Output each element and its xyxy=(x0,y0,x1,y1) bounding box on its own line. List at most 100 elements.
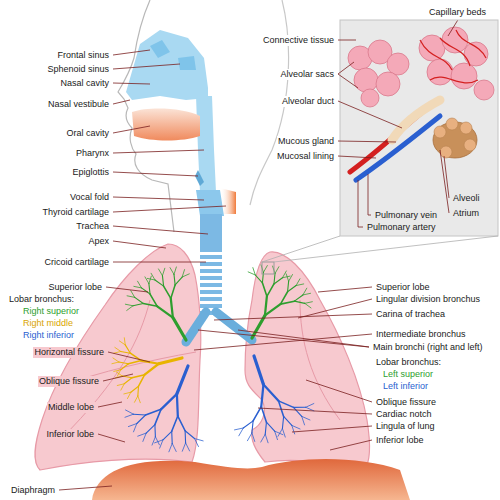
bronchus-branch xyxy=(267,284,274,296)
leader-line xyxy=(103,374,133,381)
bronchus-branch xyxy=(164,286,171,298)
bronchus-branch xyxy=(174,274,175,284)
inset-panel xyxy=(340,20,498,236)
alveolus xyxy=(440,146,452,158)
bronchus-branch xyxy=(114,370,121,372)
bronchus-branch xyxy=(282,276,290,278)
part-label: Pulmonary vein xyxy=(374,210,438,221)
cartilage-ring xyxy=(200,252,222,255)
alveolus xyxy=(460,122,472,134)
bronchus-branch xyxy=(274,278,283,284)
bronchus-branch xyxy=(172,443,176,451)
part-label: Thyroid cartilage xyxy=(41,207,110,218)
bronchus-branch xyxy=(305,302,313,304)
part-label: Main bronchi (right and left) xyxy=(372,342,484,353)
bronchus-branch xyxy=(294,295,303,301)
leader-line xyxy=(113,64,180,69)
inset-marker xyxy=(262,262,274,274)
bronchus-branch xyxy=(151,273,155,280)
part-label: Frontal sinus xyxy=(56,50,110,61)
cartilage-ring xyxy=(200,273,222,276)
bronchus-branch xyxy=(138,396,140,403)
bronchus-branch xyxy=(185,431,194,439)
part-label: Nasal cavity xyxy=(59,78,110,89)
thyroid-cartilage-shape xyxy=(220,188,236,214)
leader-line xyxy=(98,402,122,407)
alveolus xyxy=(474,80,494,100)
right-main-bronchus xyxy=(186,312,206,342)
bronchus-branch xyxy=(146,425,155,433)
bronchus-branch xyxy=(159,358,182,364)
part-label: Superior lobe xyxy=(375,282,431,293)
bronchus-branch xyxy=(150,294,157,306)
leader-line xyxy=(338,101,402,128)
bronchus-branch xyxy=(274,273,275,283)
part-label: Vocal fold xyxy=(69,192,110,203)
bronchus-branch xyxy=(146,409,161,415)
leader-line xyxy=(318,287,372,292)
oblique-fissure-line xyxy=(300,300,340,420)
part-label: Diaphragm xyxy=(10,485,56,496)
bronchus-branch xyxy=(145,364,159,375)
bronchus-branch xyxy=(255,275,262,283)
bronchus-branch xyxy=(186,443,190,451)
leader-line xyxy=(338,62,354,74)
bronchus-branch xyxy=(113,358,119,362)
leader-line xyxy=(368,174,371,215)
bronchus-branch xyxy=(292,425,295,434)
bronchus-branch xyxy=(124,392,131,394)
bronchus-branch xyxy=(174,267,176,274)
frontal-sinus-shape xyxy=(150,40,170,58)
bronchus-branch xyxy=(162,268,164,275)
bronchus-branch xyxy=(302,416,305,425)
part-label: Horizontal fissure xyxy=(33,347,105,358)
part-label: Alveolar sacs xyxy=(279,69,335,80)
part-label: Lobar bronchus: xyxy=(8,294,75,305)
bronchus-branch xyxy=(159,269,163,276)
bronchus-branch xyxy=(119,341,125,345)
bronchus-branch xyxy=(261,407,266,423)
bronchus-branch xyxy=(162,276,163,286)
bronchus-branch xyxy=(252,433,255,442)
leader-line xyxy=(113,206,226,212)
bronchus-branch xyxy=(175,277,182,285)
leader-line xyxy=(194,334,372,350)
bronchus-branch xyxy=(303,293,311,295)
bronchus-branch xyxy=(125,414,133,417)
bronchus-branch xyxy=(145,277,149,284)
bronchus-branch xyxy=(177,366,188,394)
bronchus-branch xyxy=(263,384,278,400)
part-label: Pulmonary artery xyxy=(366,222,437,233)
bronchus-branch xyxy=(131,291,135,298)
leader-line xyxy=(440,150,449,213)
leader-line xyxy=(98,434,125,442)
capillary-bed xyxy=(420,30,486,83)
part-label: Lingular division bronchus xyxy=(375,294,481,305)
leader-line xyxy=(113,197,204,200)
bronchus-branch xyxy=(128,423,136,426)
bronchus-branch xyxy=(247,433,251,441)
bronchus-branch xyxy=(125,410,133,414)
bronchus-branch xyxy=(182,274,189,277)
larynx xyxy=(196,190,224,216)
leader-line xyxy=(113,241,166,248)
bronchus-branch xyxy=(261,434,265,442)
bronchus-branch xyxy=(182,443,185,451)
bronchus-branch xyxy=(171,285,175,299)
part-label: Right middle xyxy=(22,318,74,329)
left-main-bronchus xyxy=(216,312,252,340)
part-label: Atrium xyxy=(452,208,480,219)
inset-link xyxy=(274,236,498,262)
leader-line xyxy=(113,150,204,153)
part-label: Alveoli xyxy=(452,193,481,204)
bronchus-branch xyxy=(114,351,121,353)
leader-line xyxy=(113,50,150,55)
bronchus-branch xyxy=(112,362,119,364)
bronchus-branch xyxy=(282,416,283,428)
bronchus-branch xyxy=(294,301,304,303)
bronchus-branch xyxy=(306,404,314,408)
bronchus-branch xyxy=(253,407,261,421)
bronchus-branch xyxy=(280,301,294,304)
bronchus-branch xyxy=(262,283,266,297)
